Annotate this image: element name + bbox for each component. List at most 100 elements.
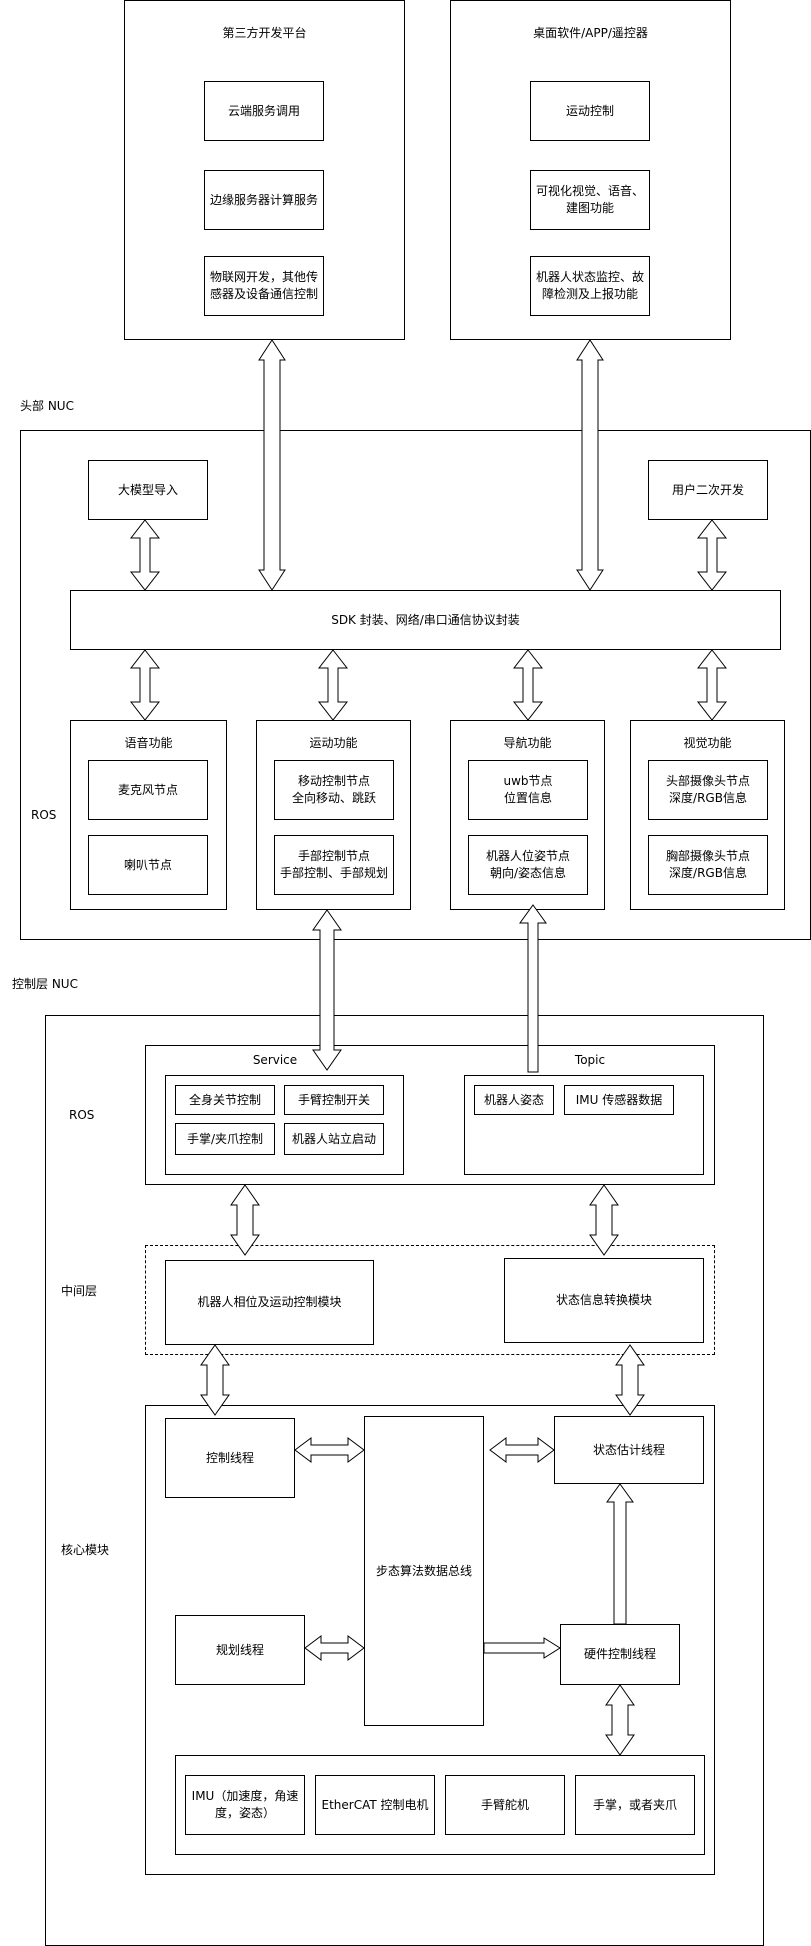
voice-group-title: 语音功能 bbox=[124, 736, 173, 750]
third-party-platform-title: 第三方开发平台 bbox=[222, 26, 307, 40]
control-thread-bus-arrow bbox=[294, 1437, 365, 1463]
sdk-vision-arrow bbox=[696, 649, 728, 721]
desktop-app-frame bbox=[450, 0, 731, 340]
sdk-label: SDK 封装、网络/串口通信协议封装 bbox=[331, 612, 520, 627]
gait-bus-box: 步态算法数据总线 bbox=[364, 1416, 484, 1726]
topic-title: Topic bbox=[574, 1053, 606, 1067]
imu-hardware-label: IMU（加速度，角速 度，姿态） bbox=[191, 1789, 299, 1820]
third-party-platform-frame bbox=[124, 0, 405, 340]
speaker-node-box: 喇叭节点 bbox=[88, 835, 208, 895]
hardware-state-est-arrow bbox=[606, 1483, 634, 1625]
robot-attitude-box: 机器人姿态 bbox=[474, 1085, 554, 1115]
third-party-sdk-arrow bbox=[258, 339, 286, 591]
speaker-node-label: 喇叭节点 bbox=[123, 857, 172, 872]
control-ros-label: ROS bbox=[69, 1108, 95, 1122]
llm-sdk-arrow bbox=[129, 519, 161, 591]
hand-control-node-label: 手部控制节点 手部控制、手部规划 bbox=[279, 849, 388, 880]
llm-import-label: 大模型导入 bbox=[117, 482, 178, 497]
ethercat-motor-label: EtherCAT 控制电机 bbox=[321, 1797, 429, 1812]
imu-sensor-data-label: IMU 传感器数据 bbox=[575, 1092, 663, 1107]
bus-state-est-arrow bbox=[489, 1437, 555, 1463]
head-camera-node-box: 头部摄像头节点 深度/RGB信息 bbox=[648, 760, 768, 820]
head-nuc-label: 头部 NUC bbox=[20, 399, 74, 413]
phase-motion-module-label: 机器人相位及运动控制模块 bbox=[197, 1295, 342, 1309]
cloud-service-label: 云端服务调用 bbox=[227, 103, 300, 118]
topic-frame bbox=[464, 1075, 704, 1175]
robot-standup-label: 机器人站立启动 bbox=[291, 1131, 376, 1146]
phase-motion-module-box: 机器人相位及运动控制模块 bbox=[165, 1260, 374, 1345]
service-title: Service bbox=[252, 1053, 298, 1067]
vision-group-title: 视觉功能 bbox=[683, 736, 732, 750]
hand-control-node-box: 手部控制节点 手部控制、手部规划 bbox=[274, 835, 394, 895]
control-thread-label: 控制线程 bbox=[205, 1450, 254, 1465]
cloud-service-box: 云端服务调用 bbox=[204, 81, 324, 141]
control-nuc-label: 控制层 NUC bbox=[12, 977, 78, 991]
core-module-label: 核心模块 bbox=[61, 1543, 110, 1557]
state-estimation-thread-label: 状态估计线程 bbox=[592, 1442, 665, 1457]
hardware-thread-hw-arrow bbox=[605, 1684, 635, 1756]
service-middle-arrow bbox=[230, 1184, 260, 1256]
chest-camera-node-box: 胸部摄像头节点 深度/RGB信息 bbox=[648, 835, 768, 895]
gait-bus-label: 步态算法数据总线 bbox=[375, 1563, 472, 1578]
sdk-nav-arrow bbox=[512, 649, 544, 721]
control-thread-box: 控制线程 bbox=[165, 1418, 295, 1498]
user-dev-box: 用户二次开发 bbox=[648, 460, 768, 520]
motion-group-frame bbox=[256, 720, 411, 910]
planning-thread-box: 规划线程 bbox=[175, 1615, 305, 1685]
middle-core-right-arrow bbox=[615, 1344, 645, 1416]
iot-dev-label: 物联网开发，其他传 感器及设备通信控制 bbox=[209, 270, 318, 301]
edge-server-box: 边缘服务器计算服务 bbox=[204, 170, 324, 230]
arm-servo-box: 手臂舵机 bbox=[445, 1775, 565, 1835]
full-body-joint-label: 全身关节控制 bbox=[188, 1092, 261, 1107]
service-frame bbox=[165, 1075, 404, 1175]
imu-sensor-data-box: IMU 传感器数据 bbox=[564, 1085, 674, 1115]
nav-group-title: 导航功能 bbox=[503, 736, 552, 750]
hardware-control-thread-label: 硬件控制线程 bbox=[583, 1647, 656, 1661]
desktop-app-title: 桌面软件/APP/遥控器 bbox=[533, 26, 648, 40]
status-monitor-box: 机器人状态监控、故 障检测及上报功能 bbox=[530, 256, 650, 316]
arm-servo-label: 手臂舵机 bbox=[480, 1797, 529, 1812]
robot-pose-node-label: 机器人位姿节点 朝向/姿态信息 bbox=[485, 849, 570, 880]
middle-layer-label: 中间层 bbox=[61, 1284, 98, 1298]
user-dev-sdk-arrow bbox=[696, 519, 728, 591]
hardware-frame bbox=[175, 1755, 705, 1855]
middle-core-left-arrow bbox=[200, 1344, 230, 1416]
mic-node-box: 麦克风节点 bbox=[88, 760, 208, 820]
bus-hardware-arrow bbox=[483, 1637, 561, 1659]
control-ros-frame bbox=[145, 1045, 715, 1185]
robot-standup-box: 机器人站立启动 bbox=[284, 1123, 384, 1155]
sdk-motion-arrow bbox=[317, 649, 349, 721]
motion-control-box: 运动控制 bbox=[530, 81, 650, 141]
robot-pose-node-box: 机器人位姿节点 朝向/姿态信息 bbox=[468, 835, 588, 895]
nav-group-frame bbox=[450, 720, 605, 910]
voice-group-frame bbox=[70, 720, 227, 910]
mic-node-label: 麦克风节点 bbox=[117, 782, 178, 797]
imu-hardware-box: IMU（加速度，角速 度，姿态） bbox=[185, 1775, 305, 1835]
state-estimation-thread-box: 状态估计线程 bbox=[554, 1416, 704, 1484]
visualization-box: 可视化视觉、语音、 建图功能 bbox=[530, 170, 650, 230]
llm-import-box: 大模型导入 bbox=[88, 460, 208, 520]
full-body-joint-box: 全身关节控制 bbox=[175, 1085, 275, 1115]
topic-middle-arrow bbox=[589, 1184, 619, 1256]
state-convert-module-box: 状态信息转换模块 bbox=[504, 1258, 704, 1343]
palm-gripper-label: 手掌，或者夹爪 bbox=[592, 1797, 677, 1812]
nav-topic-arrow bbox=[519, 904, 547, 1073]
arm-control-switch-label: 手臂控制开关 bbox=[297, 1092, 370, 1107]
motion-service-arrow bbox=[312, 909, 342, 1071]
middle-layer-frame bbox=[145, 1245, 715, 1355]
planning-thread-label: 规划线程 bbox=[215, 1642, 264, 1657]
head-nuc-ros-label: ROS bbox=[31, 808, 57, 822]
ethercat-motor-box: EtherCAT 控制电机 bbox=[315, 1775, 435, 1835]
state-convert-module-label: 状态信息转换模块 bbox=[555, 1293, 652, 1307]
user-dev-label: 用户二次开发 bbox=[671, 482, 744, 497]
motion-group-title: 运动功能 bbox=[309, 736, 358, 750]
move-control-node-box: 移动控制节点 全向移动、跳跃 bbox=[274, 760, 394, 820]
palm-gripper-control-label: 手掌/夹爪控制 bbox=[186, 1131, 264, 1146]
head-camera-node-label: 头部摄像头节点 深度/RGB信息 bbox=[665, 774, 750, 805]
move-control-node-label: 移动控制节点 全向移动、跳跃 bbox=[291, 774, 376, 805]
iot-dev-box: 物联网开发，其他传 感器及设备通信控制 bbox=[204, 256, 324, 316]
palm-gripper-control-box: 手掌/夹爪控制 bbox=[175, 1123, 275, 1155]
planning-bus-arrow bbox=[304, 1635, 365, 1661]
desktop-sdk-arrow bbox=[576, 339, 604, 591]
